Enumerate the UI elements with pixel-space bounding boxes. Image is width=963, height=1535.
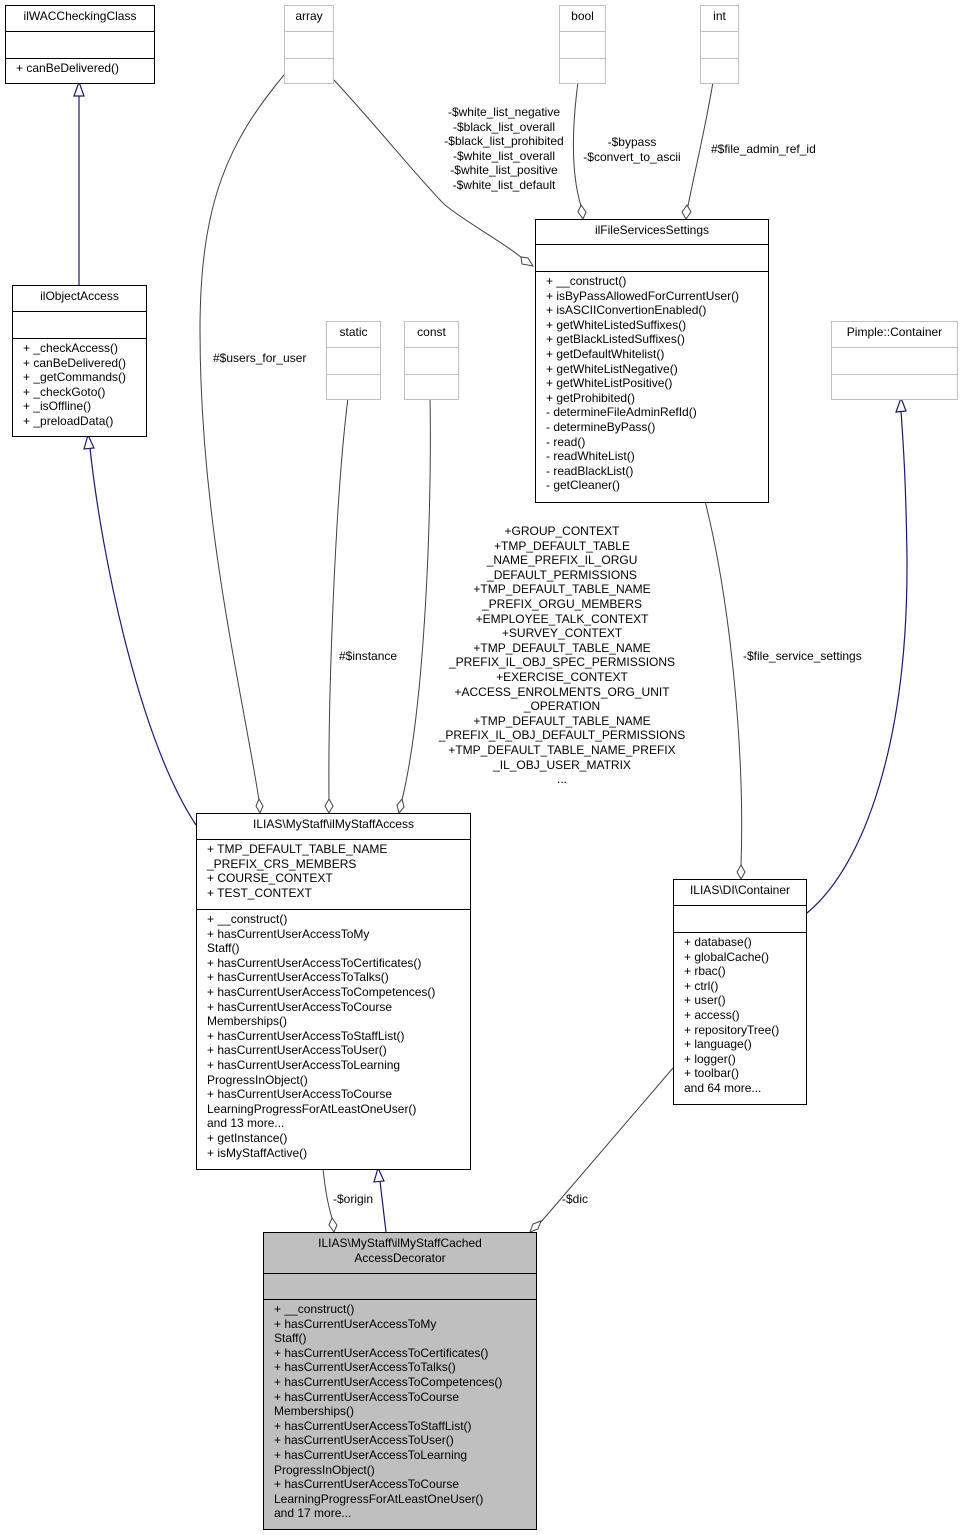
class-attributes	[264, 1273, 536, 1299]
edge-inherit-dicontainer-pimple	[806, 410, 908, 914]
class-attributes	[285, 31, 333, 58]
class-node-diContainer[interactable]: ILIAS\DI\Container + database() + globalC…	[673, 879, 807, 1105]
edge-dic	[540, 1067, 674, 1223]
inherit-arrow	[373, 1166, 385, 1183]
class-node-ilWACCheckingClass[interactable]: ilWACCheckingClass + canBeDelivered()	[5, 5, 155, 84]
class-methods	[285, 58, 333, 83]
class-methods	[832, 374, 957, 399]
class-attributes	[327, 347, 380, 374]
edge-label-file-admin-ref-id: #$file_admin_ref_id	[711, 142, 816, 156]
edge-array-fileservices	[333, 79, 523, 259]
class-attributes	[560, 31, 605, 58]
edge-label-const-members: +GROUP_CONTEXT +TMP_DEFAULT_TABLE _NAME_…	[438, 524, 686, 787]
class-node-ilFileServicesSettings[interactable]: ilFileServicesSettings + __construct() + …	[535, 219, 769, 503]
class-attributes	[674, 905, 806, 932]
class-methods	[327, 374, 380, 399]
aggregation-diamond	[396, 797, 405, 815]
class-node-bool[interactable]: bool	[559, 5, 606, 84]
class-methods	[560, 58, 605, 83]
class-node-ilMyStaffAccess[interactable]: ILIAS\MyStaff\ilMyStaffAccess + TMP_DEFAU…	[196, 813, 471, 1170]
aggregation-diamond	[255, 797, 264, 815]
class-title: ILIAS\MyStaff\ilMyStaffAccess	[253, 817, 414, 831]
edge-label-origin: -$origin	[333, 1192, 374, 1206]
edge-fileservices-dicontainer	[704, 500, 743, 866]
class-node-decorator[interactable]: ILIAS\MyStaff\ilMyStaffCached AccessDeco…	[263, 1232, 537, 1530]
class-methods: + database() + globalCache() + rbac() + …	[674, 932, 806, 1104]
aggregation-diamond	[681, 204, 692, 220]
class-attributes	[6, 31, 154, 58]
class-attributes: + TMP_DEFAULT_TABLE_NAME _PREFIX_CRS_MEM…	[197, 839, 470, 909]
edge-array-mystaffaccess	[199, 74, 285, 801]
class-title: ILIAS\DI\Container	[689, 883, 791, 897]
class-title: ilWACCheckingClass	[23, 9, 137, 23]
class-title: ilFileServicesSettings	[594, 223, 710, 237]
class-node-array[interactable]: array	[284, 5, 334, 84]
class-attributes	[536, 244, 768, 271]
edge-int-fileservices	[687, 81, 714, 207]
class-node-ilObjectAccess[interactable]: ilObjectAccess + _checkAccess() + canBeDe…	[12, 285, 147, 437]
class-node-int[interactable]: int	[700, 5, 739, 84]
edge-static-mystaffaccess	[328, 397, 349, 801]
class-node-static[interactable]: static	[326, 321, 381, 400]
edge-origin	[322, 1167, 333, 1219]
edge-label-instance: #$instance	[339, 649, 398, 663]
class-methods: + _checkAccess() + canBeDelivered() + _g…	[13, 338, 146, 436]
class-methods	[405, 374, 458, 399]
class-methods: + __construct() + isByPassAllowedForCurr…	[536, 271, 768, 502]
aggregation-diamond	[324, 797, 334, 815]
edge-const-mystaffaccess	[401, 397, 431, 801]
class-attributes	[832, 347, 957, 374]
class-attributes	[701, 31, 738, 58]
edge-label-users-for-user: #$users_for_user	[213, 351, 307, 365]
class-title: ilObjectAccess	[40, 289, 119, 303]
inherit-arrow	[895, 396, 907, 413]
edge-label-bool-members: -$bypass -$convert_to_ascii	[583, 135, 681, 164]
aggregation-diamond	[736, 863, 746, 881]
class-title: Pimple::Container	[846, 325, 943, 339]
class-node-pimple[interactable]: Pimple::Container	[831, 321, 958, 400]
inherit-arrow	[83, 433, 95, 450]
aggregation-diamond	[577, 203, 587, 221]
aggregation-diamond	[520, 256, 535, 267]
class-methods	[701, 58, 738, 83]
class-title: const	[417, 325, 446, 339]
class-methods: + canBeDelivered()	[6, 58, 154, 83]
edge-inherit-decorator-mystaffaccess	[379, 1180, 387, 1233]
class-attributes	[405, 347, 458, 374]
edge-label-dic: -$dic	[562, 1192, 589, 1206]
edge-label-file-service-settings: -$file_service_settings	[743, 649, 862, 663]
class-title: array	[295, 9, 323, 23]
edge-label-lists: -$white_list_negative -$black_list_overa…	[444, 105, 564, 192]
aggregation-diamond	[529, 1220, 542, 1233]
class-title: int	[713, 9, 726, 23]
edge-bool-fileservices	[573, 81, 582, 207]
inherit-arrow	[73, 80, 85, 97]
class-methods: + __construct() + hasCurrentUserAccessTo…	[264, 1299, 536, 1529]
edge-inherit-mystaffaccess-objectaccess	[89, 447, 197, 826]
class-title: static	[339, 325, 368, 339]
class-methods: + __construct() + hasCurrentUserAccessTo…	[197, 909, 470, 1169]
aggregation-diamond	[328, 1216, 338, 1234]
class-title: bool	[571, 9, 594, 23]
class-node-const[interactable]: const	[404, 321, 459, 400]
class-title: ILIAS\MyStaff\ilMyStaffCached AccessDeco…	[318, 1236, 482, 1265]
class-attributes	[13, 311, 146, 338]
